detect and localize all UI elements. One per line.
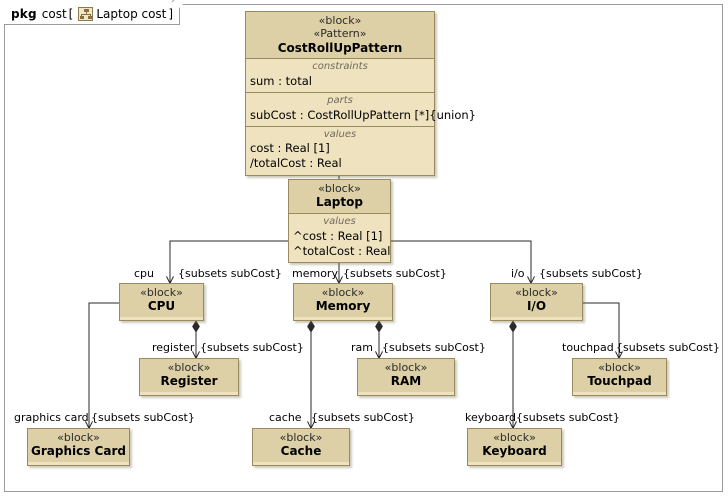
- compartment-title: constraints: [312, 61, 368, 73]
- feature-item: /totalCost : Real: [250, 156, 342, 171]
- bracket-close: ]: [168, 7, 174, 21]
- block-cache[interactable]: «block» Cache: [252, 428, 350, 466]
- block-header: «block» Keyboard: [468, 429, 561, 463]
- compartment-parts: parts subCost : CostRollUpPattern [*]{un…: [246, 93, 476, 127]
- edge-role-ram: ram: [351, 341, 373, 354]
- frame-kind-label: pkg: [11, 7, 37, 21]
- diagram-name-label: Laptop cost: [96, 7, 167, 21]
- edge-constraint-graphics-card: {subsets subCost}: [91, 411, 195, 424]
- bdd-diagram-icon: [78, 7, 94, 21]
- edge-constraint-register: {subsets subCost}: [200, 341, 304, 354]
- compartment-values: values cost : Real [1] /totalCost : Real: [246, 126, 434, 175]
- block-header: «block» «Pattern» CostRollUpPattern: [246, 12, 434, 60]
- compartment-values: values ^cost : Real [1] ^totalCost : Rea…: [289, 214, 390, 262]
- stereotype-block: «block»: [321, 286, 365, 299]
- edge-constraint-touchpad: {subsets subCost}: [616, 341, 720, 354]
- edge-role-keyboard: keyboard: [465, 411, 517, 424]
- edge-role-memory: memory: [292, 267, 338, 280]
- block-io[interactable]: «block» I/O: [490, 283, 583, 321]
- edge-role-touchpad: touchpad: [562, 341, 614, 354]
- frame-name-label: cost: [41, 7, 67, 21]
- compartment-constraints: constraints sum : total: [246, 59, 434, 94]
- block-header: «block» CPU: [120, 284, 203, 318]
- feature-item: sum : total: [250, 73, 312, 88]
- stereotype-block: «block»: [279, 431, 323, 444]
- block-ram[interactable]: «block» RAM: [357, 358, 455, 396]
- block-header: «block» Touchpad: [573, 359, 666, 393]
- block-header: «block» I/O: [491, 284, 582, 318]
- block-memory[interactable]: «block» Memory: [293, 283, 393, 321]
- block-register[interactable]: «block» Register: [139, 358, 239, 396]
- edge-constraint-keyboard: {subsets subCost}: [516, 411, 620, 424]
- block-header: «block» RAM: [358, 359, 454, 393]
- edge-role-register: register: [152, 341, 195, 354]
- block-name: Register: [160, 374, 218, 389]
- block-name: Touchpad: [587, 374, 652, 389]
- block-header: «block» Memory: [294, 284, 392, 318]
- block-header: «block» Register: [140, 359, 238, 393]
- stereotype-block: «block»: [493, 431, 536, 444]
- compartment-title: values: [323, 128, 357, 140]
- block-name: Graphics Card: [31, 444, 126, 459]
- edge-constraint-ram: {subsets subCost}: [382, 341, 486, 354]
- block-name: I/O: [526, 299, 547, 314]
- feature-item: subCost : CostRollUpPattern [*]{union}: [250, 107, 476, 122]
- edge-role-graphics-card: graphics card: [14, 411, 89, 424]
- edge-constraint-cache: {subsets subCost}: [311, 411, 415, 424]
- edge-constraint-memory: {subsets subCost}: [343, 267, 447, 280]
- edge-constraint-io: {subsets subCost}: [539, 267, 643, 280]
- block-touchpad[interactable]: «block» Touchpad: [572, 358, 667, 396]
- feature-item: ^totalCost : Real: [293, 243, 391, 258]
- edge-role-cache: cache: [269, 411, 302, 424]
- block-name: CostRollUpPattern: [277, 40, 403, 55]
- stereotype-block: «block»: [318, 14, 362, 27]
- edge-role-cpu: cpu: [134, 267, 155, 280]
- block-cpu[interactable]: «block» CPU: [119, 283, 204, 321]
- block-name: Cache: [280, 444, 322, 459]
- block-keyboard[interactable]: «block» Keyboard: [467, 428, 562, 466]
- block-laptop[interactable]: «block» Laptop values ^cost : Real [1] ^…: [288, 179, 391, 263]
- block-graphics-card[interactable]: «block» Graphics Card: [27, 428, 130, 466]
- block-header: «block» Graphics Card: [28, 429, 129, 463]
- block-name: CPU: [147, 299, 176, 314]
- edge-role-io: i/o: [511, 267, 525, 280]
- block-header: «block» Laptop: [289, 180, 390, 215]
- block-header: «block» Cache: [253, 429, 349, 463]
- diagram-frame-tab: pkg cost [ Laptop cost ]: [4, 0, 186, 25]
- bracket-open: [: [68, 7, 74, 21]
- compartment-title: values: [323, 216, 356, 228]
- feature-item: cost : Real [1]: [250, 141, 330, 156]
- compartment-title: parts: [327, 95, 353, 107]
- feature-item: ^cost : Real [1]: [293, 228, 383, 243]
- stereotype-pattern: «Pattern»: [313, 27, 367, 41]
- stereotype-block: «block»: [140, 286, 183, 299]
- stereotype-block: «block»: [57, 431, 100, 444]
- block-name: Memory: [315, 299, 371, 314]
- stereotype-block: «block»: [318, 182, 361, 195]
- block-name: Laptop: [316, 195, 363, 210]
- block-name: RAM: [390, 374, 422, 389]
- block-cost-roll-up-pattern[interactable]: «block» «Pattern» CostRollUpPattern cons…: [245, 11, 476, 176]
- stereotype-block: «block»: [167, 361, 211, 374]
- stereotype-block: «block»: [598, 361, 641, 374]
- stereotype-block: «block»: [384, 361, 428, 374]
- stereotype-block: «block»: [515, 286, 558, 299]
- edge-constraint-cpu: {subsets subCost}: [178, 267, 282, 280]
- block-name: Keyboard: [482, 444, 547, 459]
